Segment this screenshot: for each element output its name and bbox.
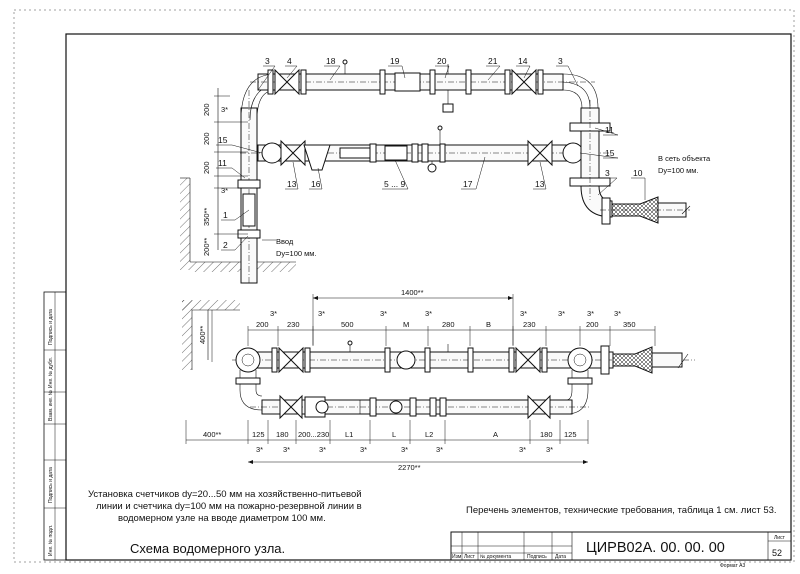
bdim-m: M [403, 320, 409, 329]
top-view: 200 3* 200 200 3* 350** 200** 3 4 18 19 … [180, 56, 711, 285]
bbot-180a: 180 [276, 430, 289, 439]
top-dim-3star-a: 3* [221, 105, 228, 114]
bbot-200-230: 200...230 [298, 430, 329, 439]
callout-10: 10 [633, 168, 643, 178]
top-dim-200a: 200 [202, 103, 211, 116]
callout-11-right: 11 [605, 125, 614, 135]
bstar-4: 3* [360, 445, 367, 454]
bottom-overall-top: 1400** [401, 288, 424, 297]
side-stamp-4: Подпись и дата [48, 467, 54, 503]
note-left-line3: водомерном узле на вводе диаметром 100 м… [118, 513, 326, 524]
side-stamp-2: Инв. № дубл. [48, 357, 54, 388]
callout-15-right: 15 [605, 148, 615, 158]
bdim-3star-a: 3* [318, 309, 325, 318]
bdim-3star-d: 3* [520, 309, 527, 318]
side-stamp-3: Взам. инв. № [48, 390, 54, 421]
outlet-label-1: В сеть объекта [658, 154, 711, 163]
note-right: Перечень элементов, технические требован… [466, 505, 777, 516]
bbot-l: L [392, 430, 396, 439]
bdim-200a: 200 [256, 320, 269, 329]
top-dim-200b: 200 [202, 132, 211, 145]
bbot-125a: 125 [252, 430, 265, 439]
bstar-3: 3* [319, 445, 326, 454]
bottom-overall-bottom: 2270** [398, 463, 421, 472]
callout-15-left: 15 [218, 135, 228, 145]
callout-3-right: 3 [558, 56, 563, 66]
bstar-7: 3* [519, 445, 526, 454]
callout-5-9: 5 ... 9 [384, 179, 406, 189]
callout-19: 19 [390, 56, 400, 66]
side-stamp: Подпись и дата Инв. № дубл. Взам. инв. №… [43, 291, 67, 561]
sheet-label: Лист [774, 535, 786, 541]
drawing-frame [65, 33, 792, 561]
bdim-b: B [486, 320, 491, 329]
callout-2: 2 [223, 240, 228, 250]
bdim-500: 500 [341, 320, 354, 329]
top-dim-3star-b: 3* [221, 186, 228, 195]
bottom-view: 1400** 200 230 3* 500 3* M 3* 280 B 3 [182, 288, 695, 472]
bbot-l2: L2 [425, 430, 433, 439]
bstar-5: 3* [401, 445, 408, 454]
bdim-230a: 230 [287, 320, 300, 329]
tb-col-sign: Подпись [527, 554, 547, 560]
bdim-200b: 200 [586, 320, 599, 329]
callout-17: 17 [463, 179, 473, 189]
note-left-line2: линии и счетчика dy=100 мм на пожарно-ре… [96, 501, 362, 512]
top-dim-200star: 200** [202, 238, 211, 256]
caption: Схема водомерного узла. [130, 541, 285, 556]
bdim-3star-h: 3* [270, 309, 277, 318]
sheet-number: 52 [772, 548, 782, 558]
bstar-1: 3* [256, 445, 263, 454]
title-block: Изм Лист № документа Подпись Дата ЦИРВ02… [450, 531, 792, 569]
callout-1: 1 [223, 210, 228, 220]
note-left-line1: Установка счетчиков dy=20...50 мм на хоз… [88, 489, 362, 500]
callout-3-left: 3 [265, 56, 270, 66]
tb-col-date: Дата [555, 554, 566, 560]
bstar-8: 3* [546, 445, 553, 454]
bbot-l1: L1 [345, 430, 353, 439]
tb-col-doc: № документа [480, 554, 511, 560]
callout-11-left: 11 [218, 158, 227, 168]
bstar-2: 3* [283, 445, 290, 454]
bdim-3star-f: 3* [614, 309, 621, 318]
bdim-280: 280 [442, 320, 455, 329]
inlet-label-1: Ввод [276, 237, 294, 246]
bbot-125b: 125 [564, 430, 577, 439]
bbot-180b: 180 [540, 430, 553, 439]
callout-14: 14 [518, 56, 528, 66]
tb-col-izm: Изм [452, 554, 462, 560]
callout-13-right: 13 [535, 179, 545, 189]
callout-16: 16 [311, 179, 321, 189]
sheet-format: Формат А3 [720, 563, 745, 569]
outlet-label-2: Dy=100 мм. [658, 166, 699, 175]
bottom-left-dim: 400** [198, 326, 207, 344]
bdim-230b: 230 [523, 320, 536, 329]
bdim-3star-e: 3* [558, 309, 565, 318]
bdim-3star-g: 3* [587, 309, 594, 318]
tb-col-list: Лист [464, 554, 476, 560]
doc-code: ЦИРВ02А. 00. 00. 00 [586, 540, 725, 556]
callout-18: 18 [326, 56, 336, 66]
bdim-3star-b: 3* [380, 309, 387, 318]
bbot-a: A [493, 430, 498, 439]
callout-3-outlet: 3 [605, 168, 610, 178]
top-dim-200c: 200 [202, 161, 211, 174]
top-dim-350: 350** [202, 208, 211, 226]
bstar-6: 3* [436, 445, 443, 454]
side-stamp-1: Подпись и дата [48, 309, 54, 345]
bbot-400: 400** [203, 430, 221, 439]
bdim-350: 350 [623, 320, 636, 329]
callout-20: 20 [437, 56, 447, 66]
side-stamp-5: Инв. № подл. [48, 525, 54, 556]
inlet-label-2: Dy=100 мм. [276, 249, 317, 258]
callout-4: 4 [287, 56, 292, 66]
sheet-border [13, 9, 795, 563]
bdim-3star-c: 3* [425, 309, 432, 318]
callout-21: 21 [488, 56, 498, 66]
callout-13-left: 13 [287, 179, 297, 189]
